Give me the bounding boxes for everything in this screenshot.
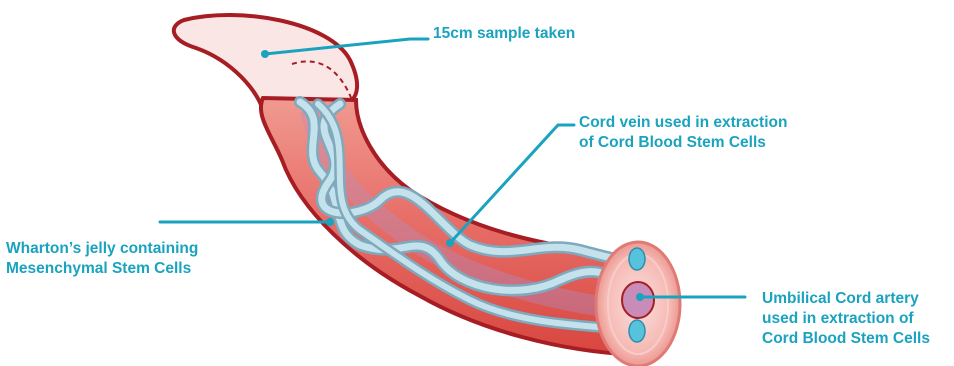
dot-sample <box>261 50 269 58</box>
label-artery-line-2: used in extraction of <box>762 309 930 329</box>
label-artery-line-1: Umbilical Cord artery <box>762 289 930 309</box>
label-vein-line-1: Cord vein used in extraction <box>579 113 787 133</box>
label-whartons-jelly: Wharton’s jelly containing Mesenchymal S… <box>6 239 198 279</box>
dot-jelly <box>326 218 334 226</box>
label-artery-line-3: Cord Blood Stem Cells <box>762 329 930 349</box>
dot-artery <box>636 293 644 301</box>
label-vein-line-2: of Cord Blood Stem Cells <box>579 133 787 153</box>
label-jelly-line-2: Mesenchymal Stem Cells <box>6 259 198 279</box>
second-vessel-cross-section <box>629 320 645 342</box>
label-sample-taken: 15cm sample taken <box>433 24 575 44</box>
vein-cross-section <box>629 248 645 270</box>
label-cord-vein: Cord vein used in extraction of Cord Blo… <box>579 113 787 153</box>
dot-vein <box>446 239 454 247</box>
label-jelly-line-1: Wharton’s jelly containing <box>6 239 198 259</box>
label-sample-line-1: 15cm sample taken <box>433 24 575 44</box>
label-umbilical-artery: Umbilical Cord artery used in extraction… <box>762 289 930 349</box>
